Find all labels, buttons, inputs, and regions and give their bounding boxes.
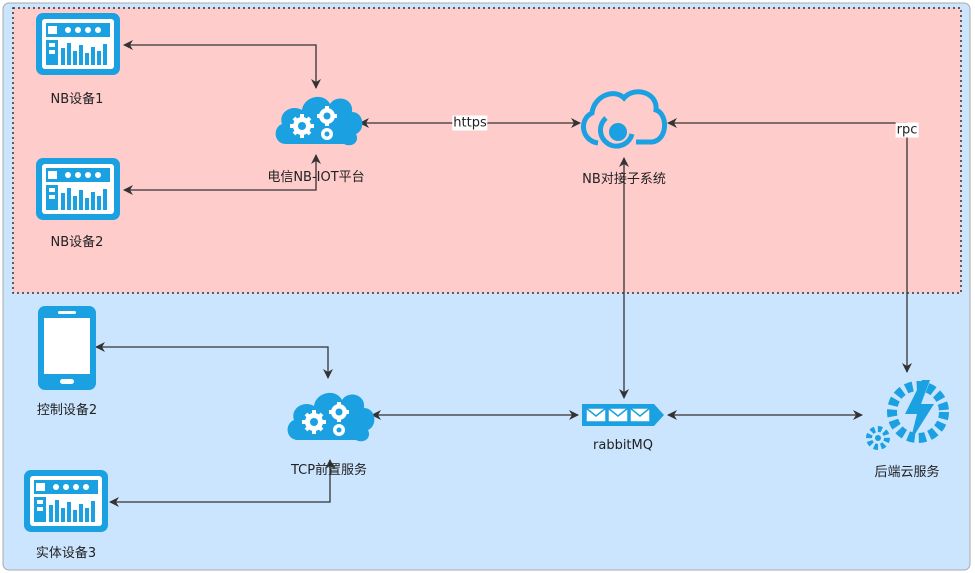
label-rabbitmq: rabbitMQ [593,438,653,453]
phone-icon [38,306,96,390]
nb-device-2-icon [36,158,120,220]
nb-iot-zone [12,7,962,294]
backend-service-icon [866,380,949,450]
edge-label-rpc: rpc [895,122,919,138]
label-telecom-platform: 电信NB-IOT平台 [267,170,365,185]
edge-label-https: https [452,115,488,131]
label-physical-device-3: 实体设备3 [35,546,97,561]
queue-icon [582,404,664,426]
nb-docking-cloud-icon [581,89,667,149]
edge-nb2-platform [123,154,321,195]
label-control-device-2: 控制设备2 [36,403,98,418]
label-nb-docking-system: NB对接子系统 [582,172,666,187]
label-nb-device-2: NB设备2 [50,235,104,250]
label-tcp-front-service: TCP前置服务 [290,463,368,478]
label-nb-device-1: NB设备1 [50,92,104,107]
edge-nb1-platform [123,40,321,89]
label-backend-cloud: 后端云服务 [874,465,940,480]
edge-control-tcp [95,342,333,379]
physical-device-3-icon [24,470,108,532]
nb-device-1-icon [36,13,120,75]
edge-physical-tcp [109,459,335,507]
